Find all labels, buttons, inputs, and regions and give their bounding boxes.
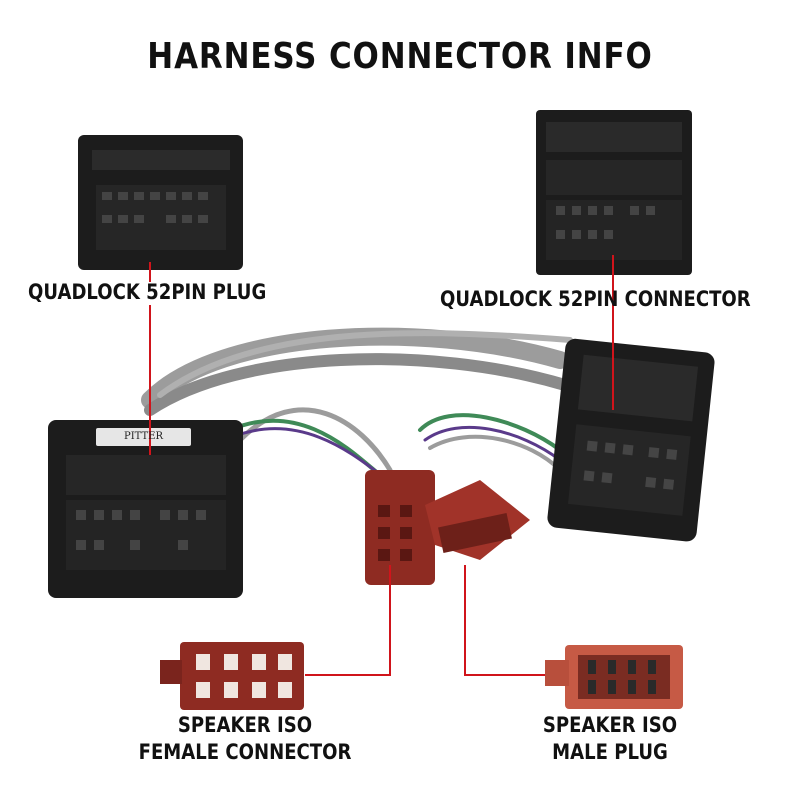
label-speaker-iso-female-line1: SPEAKER ISO bbox=[177, 713, 313, 737]
label-quadlock-plug: QUADLOCK 52PIN PLUG bbox=[28, 280, 267, 304]
quadlock-plug-harness bbox=[48, 420, 243, 598]
quadlock-connector-harness bbox=[547, 338, 715, 542]
iso-male-harness bbox=[425, 480, 530, 560]
label-speaker-iso-female-line2: FEMALE CONNECTOR bbox=[138, 740, 352, 764]
iso-male-plug bbox=[545, 645, 683, 709]
label-quadlock-connector: QUADLOCK 52PIN CONNECTOR bbox=[440, 287, 751, 311]
label-speaker-iso-male-line2: MALE PLUG bbox=[552, 740, 668, 764]
pointer-lines bbox=[149, 255, 614, 676]
iso-female-harness bbox=[365, 470, 435, 585]
wire-bundle bbox=[141, 327, 573, 480]
quadlock-plug-top bbox=[78, 135, 243, 270]
plug-badge-text: PITTER bbox=[123, 431, 164, 442]
iso-female-connector bbox=[160, 642, 304, 710]
label-speaker-iso-male: SPEAKER ISO MALE PLUG bbox=[498, 712, 722, 766]
page-title: HARNESS CONNECTOR INFO bbox=[147, 36, 653, 77]
label-speaker-iso-male-line1: SPEAKER ISO bbox=[542, 713, 678, 737]
quadlock-connector-top bbox=[536, 110, 692, 275]
label-speaker-iso-female: SPEAKER ISO FEMALE CONNECTOR bbox=[116, 712, 374, 766]
